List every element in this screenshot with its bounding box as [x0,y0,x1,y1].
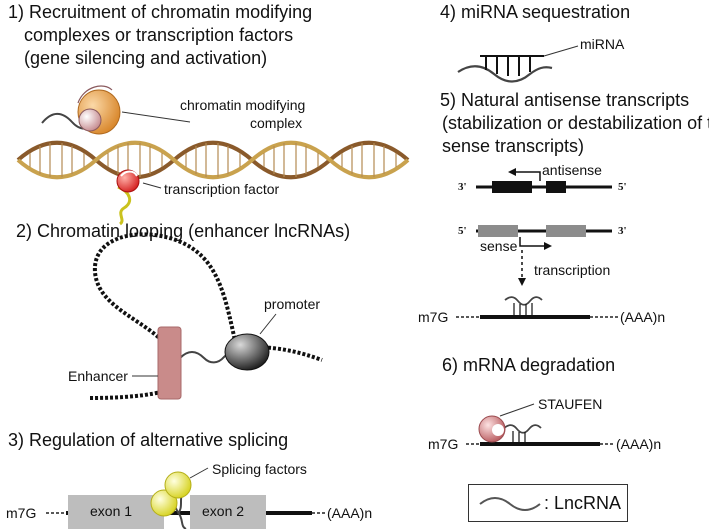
transcription-factor-icon [116,169,140,226]
label-sense: sense [480,238,518,254]
p5-title-line1: 5) Natural antisense transcripts [440,90,690,110]
p5-title-line2: (stabilization or destabilization of the… [442,113,709,133]
p4-title: 4) miRNA sequestration [440,2,631,22]
chromatin-fiber-left [89,388,169,400]
lncrna-wave-p6 [503,424,542,434]
label-staufen: STAUFEN [538,396,603,412]
enhancer-block [157,326,182,400]
p3-title: 3) Regulation of alternative splicing [8,430,289,450]
leader-complex [121,111,191,123]
antisense-3prime-label: 3' [458,181,467,193]
p6-base-pairs [512,431,526,442]
label-mirna: miRNA [580,36,625,52]
chromatin-complex-icon [77,85,121,135]
sense-arrowhead [544,242,552,250]
p5-polya-label: (AAA)n [620,309,666,325]
p3-polya-label: (AAA)n [327,505,373,521]
legend-box [468,484,628,522]
antisense-5prime-label: 5' [618,181,627,193]
sense-exon-2 [546,225,586,237]
sense-arrow [519,237,548,247]
lncrna-wave-p5 [504,296,543,306]
label-splicing-factors: Splicing factors [212,461,307,477]
label-enhancer: Enhancer [68,368,128,384]
p1-title-line3: (gene silencing and activation) [24,48,268,68]
antisense-exon-1 [492,181,532,193]
splicing-factor-ball-2 [164,471,192,499]
p6-polya-label: (AAA)n [616,436,662,452]
leader-splicing [189,467,209,479]
leader-tf [142,182,162,189]
sense-3prime-label: 3' [618,225,627,237]
mirna-strand [480,55,544,76]
label-transcription-factor: transcription factor [164,181,280,197]
dna-double-helix [16,140,410,180]
p6-cap-label: m7G [428,436,459,452]
legend-label: : LncRNA [544,493,622,513]
p5-title-line3: sense transcripts) [442,136,585,156]
label-antisense: antisense [542,162,602,178]
legend-lncrna-wave-icon [479,497,541,511]
label-chromatin-complex-line1: chromatin modifying [180,97,306,113]
sense-5prime-label: 5' [458,225,467,237]
antisense-arrowhead [508,168,516,176]
chromatin-loop [92,232,239,354]
label-exon-2: exon 2 [202,503,245,519]
staufen-icon [478,415,506,443]
label-promoter: promoter [264,296,321,312]
p6-title: 6) mRNA degradation [442,355,616,375]
exon1-box [68,495,164,529]
label-exon-1: exon 1 [90,503,133,519]
antisense-exon-2 [546,181,566,193]
splicing-factor-ball-1 [150,489,178,517]
p2-title: 2) Chromatin looping (enhancer lncRNAs) [16,221,351,241]
leader-mirna [543,45,579,57]
promoter-block [224,333,270,371]
p1-title-line2: complexes or transcription factors [24,25,294,45]
exon2-box [190,495,266,529]
sense-exon-1 [478,225,518,237]
p5-base-pairs [513,303,533,315]
p1-title-line1: 1) Recruitment of chromatin modifying [8,2,313,22]
p3-cap-label: m7G [6,505,37,521]
leader-staufen [499,403,535,417]
antisense-arrow [512,171,541,181]
transcription-arrowhead [518,278,526,286]
p5-cap-label: m7G [418,309,449,325]
label-transcription: transcription [534,262,611,278]
lncrna-wave-p4 [457,65,553,83]
label-chromatin-complex-line2: complex [250,115,303,131]
leader-promoter [259,313,277,335]
